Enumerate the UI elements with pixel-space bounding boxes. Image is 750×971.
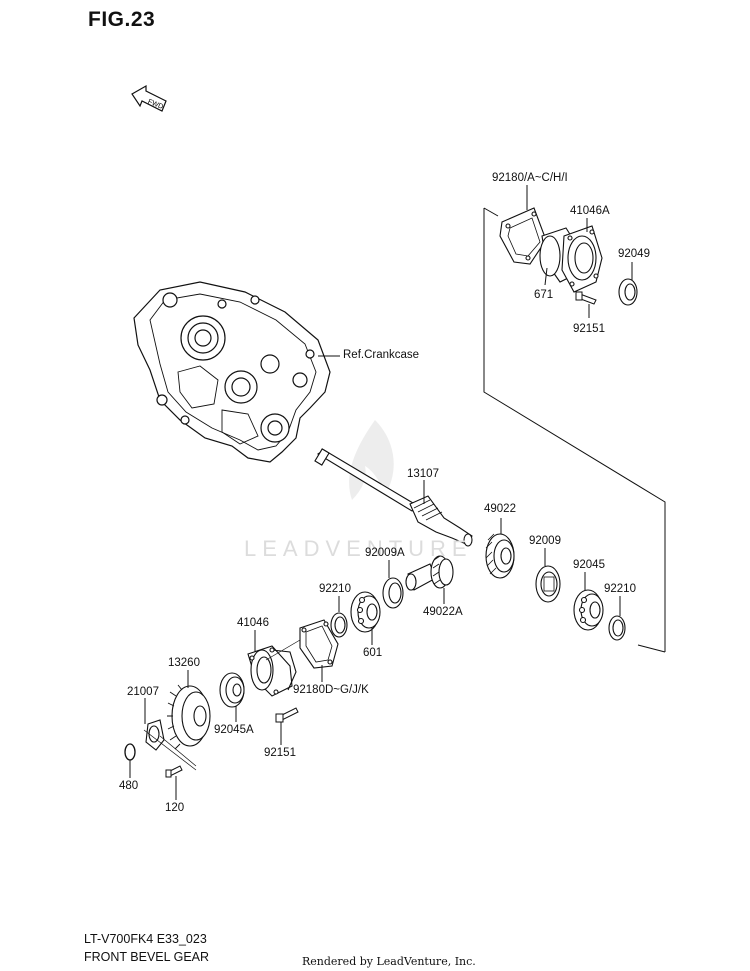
label-13260: 13260	[168, 657, 200, 669]
snap-ring-92210-left	[330, 612, 348, 638]
label-601: 601	[363, 647, 383, 659]
label-480: 480	[119, 780, 139, 792]
label-92210-right: 92210	[604, 583, 636, 595]
plate-21007	[145, 719, 165, 751]
label-92210-left: 92210	[319, 583, 351, 595]
bearing-601	[350, 591, 381, 633]
gasket-92180-top	[499, 207, 547, 265]
fwd-arrow-icon: FWD	[131, 84, 167, 112]
assembly-guide-lines	[143, 639, 301, 771]
label-92045: 92045	[573, 559, 605, 571]
watermark-text: LEADVENTURE	[244, 536, 473, 561]
label-92009a: 92009A	[365, 547, 405, 559]
figure-caption: FRONT BEVEL GEAR	[84, 950, 210, 964]
shaft-13107	[314, 448, 473, 547]
label-671: 671	[534, 289, 554, 301]
bolt-92151-bottom	[275, 707, 299, 723]
bolt-92151-top	[575, 291, 597, 305]
leader-671	[544, 267, 548, 286]
housing-41046	[247, 645, 297, 697]
label-92180-a-c-h-i: 92180/A~C/H/I	[492, 172, 568, 184]
screw-120	[165, 765, 183, 778]
label-41046: 41046	[237, 617, 269, 629]
rendered-by-credit: Rendered by LeadVenture, Inc.	[302, 955, 476, 968]
bearing-92045a	[219, 672, 245, 708]
oil-seal-92049	[618, 278, 638, 306]
pinion-49022a	[405, 555, 454, 591]
shim-92009	[535, 565, 561, 603]
label-92049: 92049	[618, 248, 650, 260]
snap-ring-92210-right	[608, 615, 626, 641]
label-92045a: 92045A	[214, 724, 254, 736]
label-49022a: 49022A	[423, 606, 463, 618]
bearing-92045	[573, 589, 604, 631]
label-92151-top: 92151	[573, 323, 605, 335]
label-ref-crankcase: Ref.Crankcase	[343, 349, 420, 361]
gasket-92180d	[299, 619, 339, 669]
assembly-bracket-lines	[483, 207, 666, 653]
label-13107: 13107	[407, 468, 439, 480]
label-92009: 92009	[529, 535, 561, 547]
label-21007: 21007	[127, 686, 159, 698]
gear-13260	[167, 684, 211, 750]
label-41046a: 41046A	[570, 205, 610, 217]
circlip-480	[124, 743, 136, 761]
label-92151-bottom: 92151	[264, 747, 296, 759]
label-92180d-g-j-k: 92180D~G/J/K	[293, 684, 369, 696]
bevel-gear-49022	[485, 533, 515, 579]
label-120: 120	[165, 802, 185, 814]
figure-title: FIG.23	[88, 8, 156, 31]
housing-41046a	[539, 225, 603, 293]
crankcase-illustration	[133, 281, 331, 463]
label-49022: 49022	[484, 503, 516, 515]
model-code: LT-V700FK4 E33_023	[84, 932, 207, 946]
shim-92009a	[382, 577, 404, 609]
